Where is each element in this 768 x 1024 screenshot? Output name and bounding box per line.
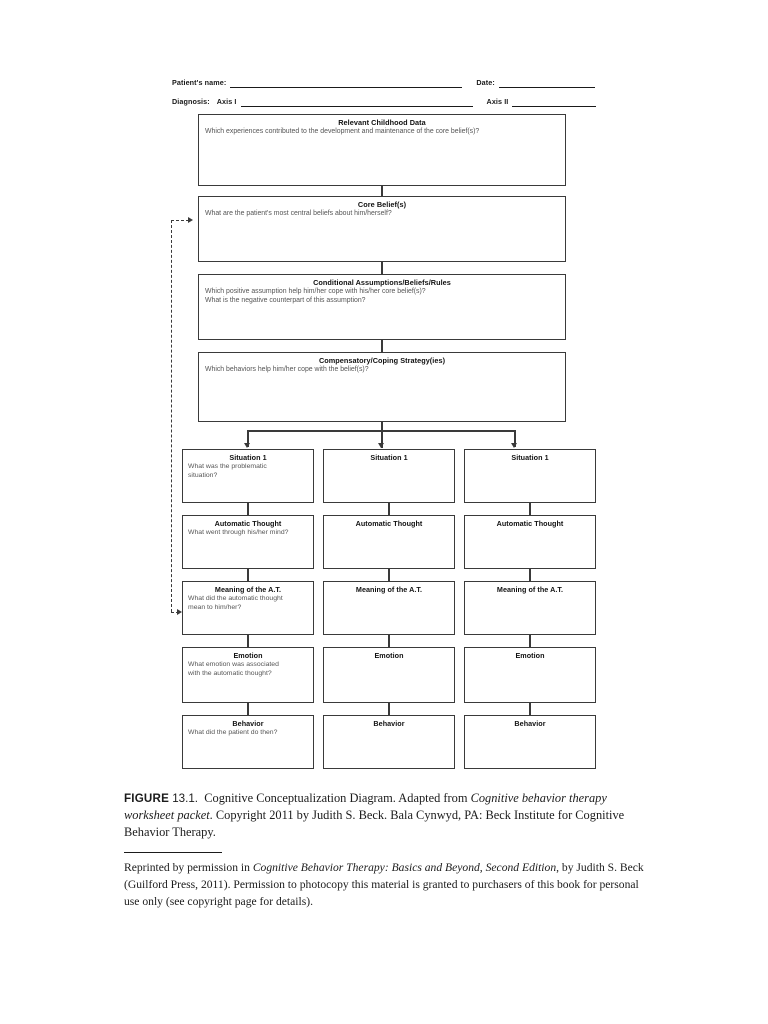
cell-title: Behavior	[514, 719, 546, 728]
cell-title: Emotion	[515, 651, 545, 660]
connector-col2-at-to-meaning	[388, 569, 390, 581]
box-question: Which positive assumption help him/her c…	[205, 287, 426, 304]
cell-title: Emotion	[374, 651, 404, 660]
arrow-down-col3	[511, 443, 517, 448]
box-relevant-childhood-data[interactable]: Relevant Childhood Data Which experience…	[198, 114, 566, 186]
cell-title: Automatic Thought	[214, 519, 282, 528]
cell-behavior-1[interactable]: Behavior What did the patient do then?	[182, 715, 314, 769]
connector-col2-meaning-to-emotion	[388, 635, 390, 647]
cell-title: Meaning of the A.T.	[214, 585, 282, 594]
cell-automatic-thought-3[interactable]: Automatic Thought	[464, 515, 596, 569]
caption-text-1: Cognitive Conceptualization Diagram. Ada…	[204, 791, 471, 805]
cell-behavior-2[interactable]: Behavior	[323, 715, 455, 769]
date-label: Date:	[476, 78, 495, 87]
footnote-text-2: , by Judith S. Beck (Guilford Press, 201…	[124, 861, 644, 908]
cell-situation-3[interactable]: Situation 1	[464, 449, 596, 503]
box-conditional-assumptions[interactable]: Conditional Assumptions/Beliefs/Rules Wh…	[198, 274, 566, 340]
connector-branch-bar	[247, 430, 515, 432]
cell-question: What did the patient do then?	[188, 729, 278, 736]
cell-meaning-at-2[interactable]: Meaning of the A.T.	[323, 581, 455, 635]
arrow-right-into-meaning-at	[177, 609, 182, 615]
box-question: What are the patient's most central beli…	[205, 209, 392, 217]
caption-italic-1: Cognitive behavior therapy worksheet pac…	[124, 791, 607, 823]
box-title: Core Belief(s)	[357, 200, 407, 209]
diagnosis-label: Diagnosis:	[172, 97, 210, 106]
cell-behavior-3[interactable]: Behavior	[464, 715, 596, 769]
date-input[interactable]	[498, 79, 595, 88]
cell-emotion-2[interactable]: Emotion	[323, 647, 455, 703]
footnote-divider	[124, 852, 222, 853]
box-core-beliefs[interactable]: Core Belief(s) What are the patient's mo…	[198, 196, 566, 262]
connector-branch-left	[247, 430, 249, 447]
connector-strategies-trunk	[381, 422, 383, 448]
patient-name-input[interactable]	[230, 79, 463, 88]
connector-assumptions-to-strategies	[381, 340, 383, 352]
connector-col3-situation-to-at	[529, 503, 531, 515]
cell-title: Situation 1	[229, 453, 267, 462]
axis-1-label: Axis I	[216, 97, 237, 106]
footnote: Reprinted by permission in Cognitive Beh…	[124, 859, 648, 910]
connector-col1-at-to-meaning	[247, 569, 249, 581]
cell-title: Behavior	[232, 719, 264, 728]
arrow-down-col1	[244, 443, 250, 448]
connector-col1-situation-to-at	[247, 503, 249, 515]
cell-title: Emotion	[233, 651, 263, 660]
feedback-loop-vertical-dashed-line	[171, 220, 172, 612]
axis-1-input[interactable]	[240, 98, 473, 107]
axis-2-input[interactable]	[512, 98, 596, 107]
footnote-italic-1: Cognitive Behavior Therapy: Basics and B…	[252, 861, 557, 874]
cell-title: Automatic Thought	[496, 519, 564, 528]
cell-question: What emotion was associated with the aut…	[188, 661, 279, 678]
connector-col3-meaning-to-emotion	[529, 635, 531, 647]
caption-text-2: . Copyright 2011 by Judith S. Beck. Bala…	[124, 808, 625, 840]
cell-situation-1[interactable]: Situation 1 What was the problematic sit…	[182, 449, 314, 503]
cell-title: Behavior	[373, 719, 405, 728]
box-title: Conditional Assumptions/Beliefs/Rules	[313, 278, 451, 287]
connector-col1-meaning-to-emotion	[247, 635, 249, 647]
patient-name-label: Patient's name:	[172, 78, 227, 87]
connector-corebelief-to-assumptions	[381, 262, 383, 274]
diagnosis-row: Diagnosis: Axis I Axis II	[172, 97, 596, 107]
figure-caption: FIGURE 13.1. Cognitive Conceptualization…	[124, 790, 648, 842]
axis-2-label: Axis II	[486, 97, 509, 106]
cell-question: What did the automatic thought mean to h…	[188, 595, 283, 612]
arrow-right-into-core-beliefs	[188, 217, 193, 223]
connector-branch-right	[514, 430, 516, 447]
footnote-text-1: Reprinted by permission in	[124, 861, 253, 874]
connector-col2-situation-to-at	[388, 503, 390, 515]
cell-meaning-at-3[interactable]: Meaning of the A.T.	[464, 581, 596, 635]
cell-title: Automatic Thought	[355, 519, 423, 528]
connector-col3-emotion-to-behavior	[529, 703, 531, 715]
patient-header: Patient's name: Date: Diagnosis: Axis I …	[172, 78, 596, 116]
cell-automatic-thought-2[interactable]: Automatic Thought	[323, 515, 455, 569]
feedback-loop-bottom-dashed-segment	[171, 612, 179, 613]
cell-question: What was the problematic situation?	[188, 463, 267, 480]
box-question: Which experiences contributed to the dev…	[205, 127, 480, 135]
arrow-down-col2	[378, 443, 384, 448]
cell-emotion-1[interactable]: Emotion What emotion was associated with…	[182, 647, 314, 703]
connector-childhood-to-corebelief	[381, 186, 383, 196]
box-compensatory-coping-strategies[interactable]: Compensatory/Coping Strategy(ies) Which …	[198, 352, 566, 422]
cell-automatic-thought-1[interactable]: Automatic Thought What went through his/…	[182, 515, 314, 569]
cell-situation-2[interactable]: Situation 1	[323, 449, 455, 503]
cell-title: Meaning of the A.T.	[496, 585, 564, 594]
patient-name-row: Patient's name: Date:	[172, 78, 596, 88]
feedback-loop-top-dashed-segment	[171, 220, 189, 221]
box-title: Compensatory/Coping Strategy(ies)	[318, 356, 446, 365]
connector-col2-emotion-to-behavior	[388, 703, 390, 715]
cell-question: What went through his/her mind?	[188, 529, 289, 536]
figure-label: FIGURE	[124, 792, 169, 805]
box-title: Relevant Childhood Data	[338, 118, 426, 127]
cell-title: Meaning of the A.T.	[355, 585, 423, 594]
figure-number: 13.1.	[172, 792, 199, 805]
cell-meaning-at-1[interactable]: Meaning of the A.T. What did the automat…	[182, 581, 314, 635]
cell-title: Situation 1	[370, 453, 408, 462]
cell-title: Situation 1	[511, 453, 549, 462]
connector-col3-at-to-meaning	[529, 569, 531, 581]
box-question: Which behaviors help him/her cope with t…	[205, 365, 369, 373]
connector-col1-emotion-to-behavior	[247, 703, 249, 715]
cell-emotion-3[interactable]: Emotion	[464, 647, 596, 703]
